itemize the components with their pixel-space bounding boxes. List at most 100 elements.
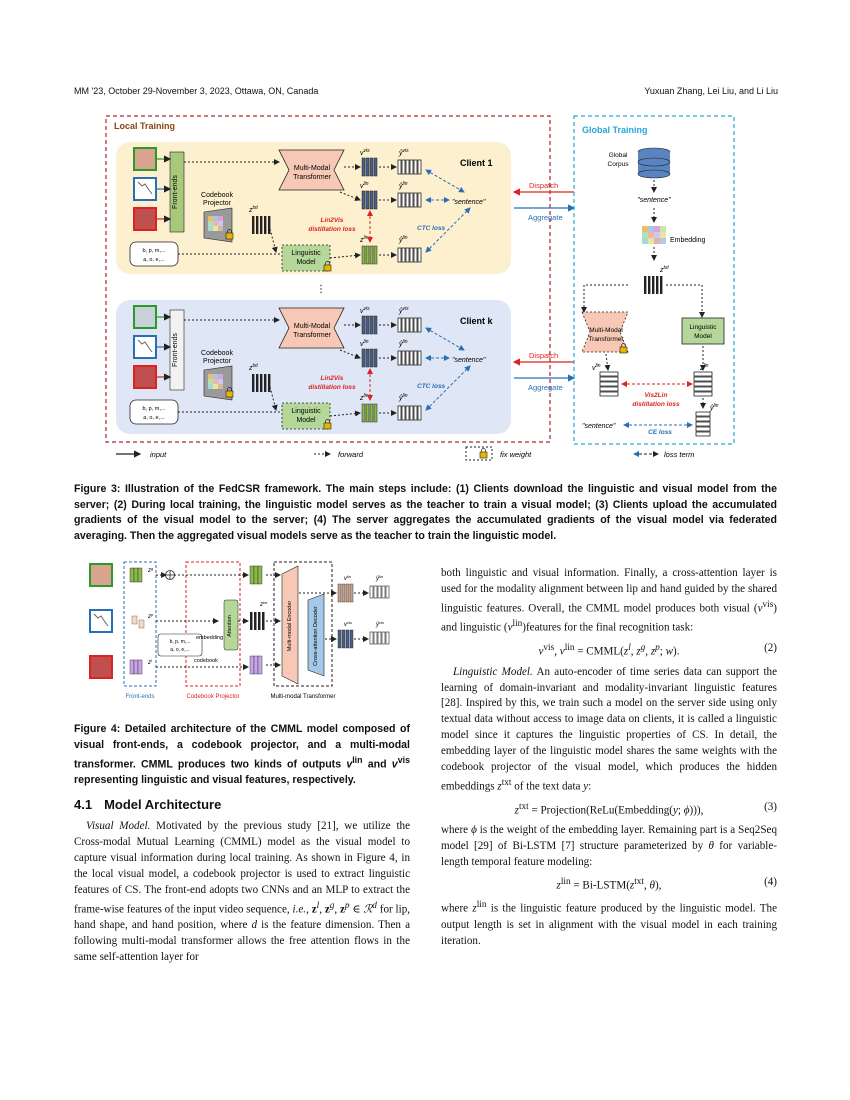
svg-text:vlin: vlin <box>344 574 352 582</box>
svg-text:CTC loss: CTC loss <box>417 225 446 232</box>
svg-text:Linguistic: Linguistic <box>689 324 717 331</box>
dispatch-label: Dispatch <box>529 181 558 190</box>
svg-text:ŷvis: ŷvis <box>375 620 384 628</box>
svg-text:Projector: Projector <box>203 200 232 207</box>
svg-text:Codebook Projector: Codebook Projector <box>186 694 239 700</box>
svg-text:Projector: Projector <box>203 358 232 365</box>
svg-text:vlin: vlin <box>360 181 369 190</box>
svg-text:Linguistic: Linguistic <box>291 250 321 257</box>
client-k-label: Client k <box>460 316 494 326</box>
running-header-left: MM '23, October 29-November 3, 2023, Ott… <box>74 86 319 96</box>
svg-text:b, p, m,...: b, p, m,... <box>143 406 166 412</box>
phoneme-text-1: b, p, m,... <box>143 248 166 254</box>
figure-3-caption: Figure 3: Illustration of the FedCSR fra… <box>74 483 777 542</box>
svg-text:Embedding: Embedding <box>670 237 706 244</box>
svg-text:distillation loss: distillation loss <box>632 401 680 408</box>
svg-text:Transformer: Transformer <box>293 332 332 339</box>
svg-text:Model: Model <box>296 417 316 424</box>
svg-text:zg: zg <box>147 566 154 574</box>
svg-text:ŷvis: ŷvis <box>398 148 409 157</box>
global-training-block: Global Corpus "sentence" Embedding ztxt … <box>581 147 725 437</box>
svg-text:Corpus: Corpus <box>608 161 630 168</box>
svg-text:"sentence": "sentence" <box>637 197 671 204</box>
svg-text:Transformer: Transformer <box>293 174 332 181</box>
svg-text:Linguistic: Linguistic <box>291 408 321 415</box>
left-column-text: Visual Model. Motivated by the previous … <box>74 820 411 963</box>
svg-text:Transformer: Transformer <box>588 336 624 343</box>
svg-text:Codebook: Codebook <box>201 350 233 357</box>
figure-4-caption: Figure 4: Detailed architecture of the C… <box>74 723 410 787</box>
svg-text:CTC loss: CTC loss <box>417 383 446 390</box>
svg-text:ŷlin: ŷlin <box>375 574 384 582</box>
svg-text:embedding: embedding <box>196 635 223 641</box>
svg-text:vvis: vvis <box>360 148 370 157</box>
front-ends-label: Front-ends <box>172 175 179 209</box>
svg-text:Aggregate: Aggregate <box>528 383 563 392</box>
svg-text:b, p, m,...: b, p, m,... <box>170 639 191 645</box>
svg-text:zlin: zlin <box>359 235 369 244</box>
svg-text:distillation loss: distillation loss <box>308 226 356 233</box>
svg-text:vlin: vlin <box>592 363 601 372</box>
svg-text:ŷlin: ŷlin <box>398 235 408 244</box>
figure-4-cmml-diagram: Front-ends zg zp zl Codebook Projector b… <box>89 561 390 700</box>
svg-text:ztxt: ztxt <box>248 363 258 372</box>
svg-text:Lin2Vis: Lin2Vis <box>321 217 344 224</box>
svg-text:"sentence": "sentence" <box>582 423 616 430</box>
svg-text:ztxt: ztxt <box>659 265 669 274</box>
phoneme-text-2: a, o, e,... <box>143 257 165 263</box>
client-1-label: Client 1 <box>460 158 493 168</box>
equation-4: zlin = Bi-LSTM(ztxt, θ),(4) <box>556 875 777 892</box>
svg-text:Multi-modal Transformer: Multi-modal Transformer <box>270 694 335 700</box>
svg-text:ztxt: ztxt <box>259 600 268 608</box>
svg-text:Vis2Lin: Vis2Lin <box>645 392 668 399</box>
svg-text:a, o, e,...: a, o, e,... <box>170 647 189 653</box>
svg-text:loss term: loss term <box>664 450 694 459</box>
svg-text:Front-ends: Front-ends <box>172 333 179 367</box>
right-column-text: both linguistic and visual information. … <box>441 567 777 947</box>
svg-text:Global: Global <box>609 152 628 159</box>
aggregate-label: Aggregate <box>528 213 563 222</box>
equation-3: ztxt = Projection(ReLu(Embedding(y; ϕ)))… <box>514 800 777 817</box>
svg-text:zl: zl <box>147 658 152 666</box>
svg-text:Codebook: Codebook <box>201 192 233 199</box>
svg-text:"sentence": "sentence" <box>452 199 486 206</box>
client-1-block: Front-ends b, p, m,... a, o, e,... Codeb… <box>129 147 493 272</box>
svg-text:Model: Model <box>694 333 712 340</box>
svg-text:vvis: vvis <box>344 620 352 628</box>
svg-text:Dispatch: Dispatch <box>529 351 558 360</box>
svg-text:codebook: codebook <box>194 658 218 664</box>
svg-text:vlin: vlin <box>360 339 369 348</box>
svg-text:zlin: zlin <box>359 393 369 402</box>
svg-text:Model: Model <box>296 259 316 266</box>
svg-text:Multi-Modal: Multi-Modal <box>294 165 331 172</box>
svg-text:ztxt: ztxt <box>248 205 258 214</box>
svg-text:Multi-Modal: Multi-Modal <box>589 327 623 334</box>
svg-text:vvis: vvis <box>360 306 370 315</box>
svg-text:⋮: ⋮ <box>316 284 326 295</box>
svg-text:zp: zp <box>147 612 154 620</box>
figure-3-fedcsr-diagram: Local Training Front-ends b, p, m,... a,… <box>105 115 735 461</box>
svg-text:Multi-modal Encoder: Multi-modal Encoder <box>287 601 293 652</box>
svg-text:input: input <box>150 450 167 459</box>
svg-text:forward: forward <box>338 450 364 459</box>
global-training-title: Global Training <box>582 125 648 135</box>
svg-text:Lin2Vis: Lin2Vis <box>321 375 344 382</box>
svg-text:Multi-Modal: Multi-Modal <box>294 323 331 330</box>
svg-text:Attention: Attention <box>227 615 233 637</box>
equation-2: vvis, vlin = CMML(zl, zg, zp; w).(2) <box>538 642 777 658</box>
local-training-title: Local Training <box>114 121 175 131</box>
svg-text:CE loss: CE loss <box>648 429 672 436</box>
svg-text:"sentence": "sentence" <box>452 357 486 364</box>
svg-text:ŷlin: ŷlin <box>398 181 408 190</box>
svg-text:fix weight: fix weight <box>500 450 532 459</box>
figure-3-legend: input forward fix weight loss term <box>116 446 694 461</box>
svg-text:Cross-attention Decoder: Cross-attention Decoder <box>313 606 319 666</box>
running-header-right: Yuxuan Zhang, Lei Liu, and Li Liu <box>644 86 778 96</box>
svg-text:Front-ends: Front-ends <box>125 694 154 700</box>
svg-text:ŷlin: ŷlin <box>398 339 408 348</box>
svg-text:zlin: zlin <box>699 363 709 372</box>
svg-text:a, o, e,...: a, o, e,... <box>143 415 165 421</box>
client-k-block: Front-ends b, p, m,... a, o, e,... Codeb… <box>129 305 494 430</box>
svg-text:ŷvis: ŷvis <box>398 306 409 315</box>
